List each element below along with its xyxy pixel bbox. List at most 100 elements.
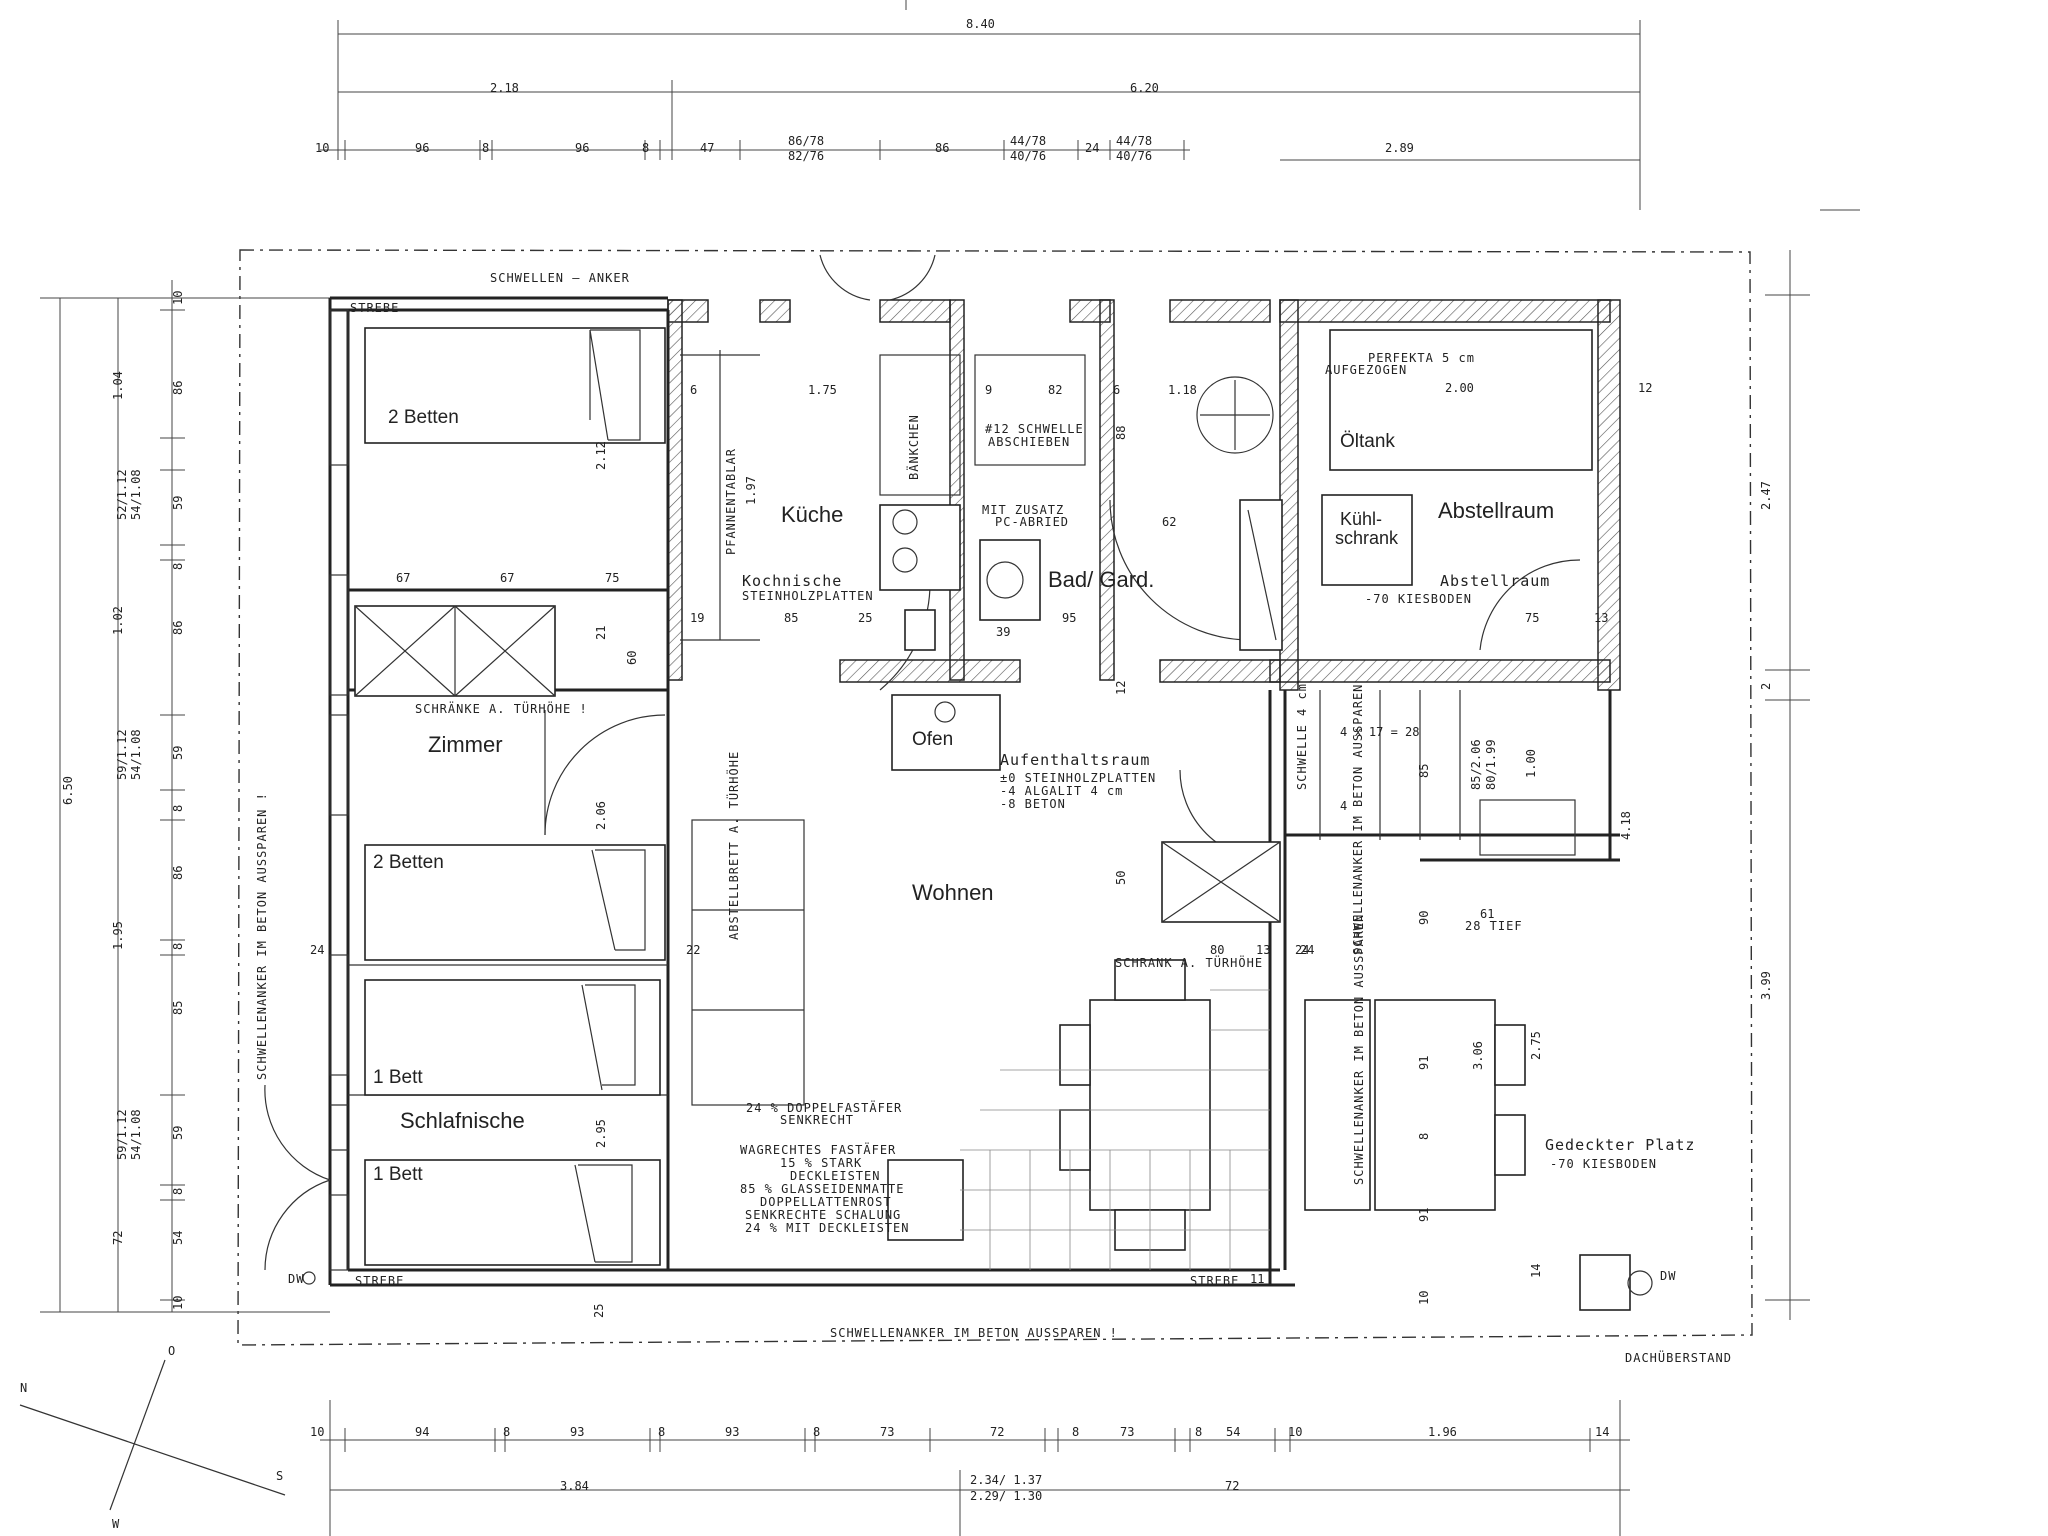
dim-i-199: 80/1.99 xyxy=(1484,739,1498,790)
note-wand-5: DOPPELLATTENROST xyxy=(760,1195,892,1209)
room-1-bett-top: 1 Bett xyxy=(373,1067,423,1088)
dim-i-24a: 24 xyxy=(310,943,324,957)
dim-r3: 3.99 xyxy=(1759,971,1773,1000)
dim-l3: 86 xyxy=(171,381,185,395)
dim-l8: 86 xyxy=(171,621,185,635)
note-aufenthalt-1: ±0 STEINHOLZPLATTEN xyxy=(1000,771,1156,785)
note-pfannentablar: PFANNENTABLAR xyxy=(724,448,738,555)
dim-i-75b: 75 xyxy=(605,571,619,585)
note-aufenthaltsraum: Aufenthaltsraum xyxy=(1000,751,1150,769)
dim-t9b: 40/76 xyxy=(1010,149,1046,163)
roof-overhang-outline: DACHÜBERSTAND xyxy=(237,249,1753,1365)
dim-l11: 8 xyxy=(171,805,185,812)
note-aufenthalt-3: -8 BETON xyxy=(1000,797,1066,811)
door-swings xyxy=(264,254,1581,1271)
dim-l16b: 54/1.08 xyxy=(129,1109,143,1160)
fridge-label-2: schrank xyxy=(1335,528,1399,548)
dim-t3: 8 xyxy=(482,141,489,155)
note-kochnische: Kochnische xyxy=(742,572,842,590)
note-aufenthalt-2: -4 ALGALIT 4 cm xyxy=(1000,784,1123,798)
dim-i-275: 2.75 xyxy=(1529,1031,1543,1060)
dim-t5: 8 xyxy=(642,141,649,155)
dim-i-62: 62 xyxy=(1162,515,1176,529)
bed-3 xyxy=(364,979,661,1096)
dim-i-67a: 67 xyxy=(396,571,410,585)
room-1-bett-bottom: 1 Bett xyxy=(373,1164,423,1185)
fridge-box xyxy=(1321,494,1413,586)
dim-i-118: 1.18 xyxy=(1168,383,1197,397)
dim-b11: 73 xyxy=(1120,1425,1134,1439)
note-doppel-2: SENKRECHT xyxy=(780,1113,854,1127)
dim-i-14r: 14 xyxy=(1529,1264,1543,1278)
dim-i-13: 13 xyxy=(1594,611,1608,625)
dim-i-25b: 25 xyxy=(592,1304,606,1318)
compass-o: O xyxy=(168,1344,175,1358)
dim-i-12a: 12 xyxy=(1638,381,1652,395)
dim-i-295: 2.95 xyxy=(594,1119,608,1148)
note-wand-7: 24 % MIT DECKLEISTEN xyxy=(745,1221,910,1235)
right-dimension-chains: 2.47 2 3.99 xyxy=(1759,250,1810,1320)
note-gedeckter-platz: Gedeckter Platz xyxy=(1545,1136,1695,1154)
dim-b2: 94 xyxy=(415,1425,429,1439)
dim-i-24c: 24 xyxy=(1295,943,1309,957)
dim-t8: 86 xyxy=(935,141,949,155)
dim-l1: 10 xyxy=(171,291,185,305)
dim-l21: 10 xyxy=(171,1296,185,1310)
dim-r1: 2.47 xyxy=(1759,481,1773,510)
dim-b10: 8 xyxy=(1072,1425,1079,1439)
dim-t2: 96 xyxy=(415,141,429,155)
note-schwelle-1: #12 SCHWELLE xyxy=(985,422,1084,436)
note-perfekta-2: AUFGEZOGEN xyxy=(1325,363,1407,377)
dim-i-175: 1.75 xyxy=(808,383,837,397)
dim-i-418: 4.18 xyxy=(1619,811,1633,840)
dim-b3: 8 xyxy=(503,1425,510,1439)
note-kiesboden: -70 KIESBODEN xyxy=(1365,592,1472,606)
compass-n: N xyxy=(20,1381,27,1395)
dim-i-39: 39 xyxy=(996,625,1010,639)
note-zusatz-2: PC-ABRIED xyxy=(995,515,1069,529)
bed-2 xyxy=(364,844,666,961)
walls: STREBE STREBE STREBE xyxy=(328,296,1621,1288)
dim-i-21: 21 xyxy=(594,626,608,640)
dachueberstand-note: DACHÜBERSTAND xyxy=(1625,1349,1732,1365)
dim-l15: 85 xyxy=(171,1001,185,1015)
dim-t10: 24 xyxy=(1085,141,1099,155)
oeltank-box xyxy=(1329,329,1593,471)
note-abstellbrett: ABSTELLBRETT A. TÜRHÖHE xyxy=(725,751,741,940)
dim-l5: 59 xyxy=(171,496,185,510)
dim-i-85: 85 xyxy=(784,611,798,625)
dim-b16: 14 xyxy=(1595,1425,1609,1439)
interior-dimensions: 1.75 82 1.18 6 6 9 88 62 2.00 12 1.97 19… xyxy=(310,381,1652,1318)
compass-rose: N O S W xyxy=(19,1344,286,1531)
dim-r2: 2 xyxy=(1759,683,1773,690)
dim-l12: 86 xyxy=(171,866,185,880)
room-kueche: Küche xyxy=(781,502,843,527)
compass-w: W xyxy=(112,1517,120,1531)
room-2-betten-bottom: 2 Betten xyxy=(373,852,444,873)
dim-t9a: 44/78 xyxy=(1010,134,1046,148)
note-schwellenanker-mid: SCHWELLENANKER IM BETON AUSSPAREN xyxy=(1352,914,1366,1185)
dim-l9b: 54/1.08 xyxy=(129,729,143,780)
dim-i-10r: 10 xyxy=(1417,1291,1431,1305)
dim-top-b: 6.20 xyxy=(1130,81,1159,95)
dim-i-24b: 24 xyxy=(1300,943,1314,957)
note-baenkchen: BÄNKCHEN xyxy=(906,414,921,480)
note-wand-2: 15 % STARK xyxy=(780,1156,862,1170)
note-abstellraum: Abstellraum xyxy=(1440,572,1550,590)
streb-note-2: STREBE xyxy=(355,1274,404,1288)
dim-i-88: 88 xyxy=(1114,426,1128,440)
compass-s: S xyxy=(276,1469,283,1483)
dim-b14: 10 xyxy=(1288,1425,1302,1439)
note-tief: 28 TIEF xyxy=(1465,919,1523,933)
note-schwellenanker-right: SCHWELLENANKER IM BETON AUSSPAREN xyxy=(1351,684,1365,955)
dim-b5: 8 xyxy=(658,1425,665,1439)
left-dimension-chains: 6.50 10 1.04 86 52/1.12 54/1.08 59 8 1.0… xyxy=(40,280,330,1313)
dim-i-206b: 85/2.06 xyxy=(1469,739,1483,790)
dim-i-82: 82 xyxy=(1048,383,1062,397)
bed-4 xyxy=(364,1159,661,1266)
dim-i-67b: 67 xyxy=(500,571,514,585)
room-oeltank: Öltank xyxy=(1340,431,1395,452)
note-schwelle4: SCHWELLE 4 cm xyxy=(1295,683,1309,790)
top-dimension-chains: 8.40 2.18 6.20 10 96 8 96 8 47 86/78 82/… xyxy=(315,0,1860,211)
